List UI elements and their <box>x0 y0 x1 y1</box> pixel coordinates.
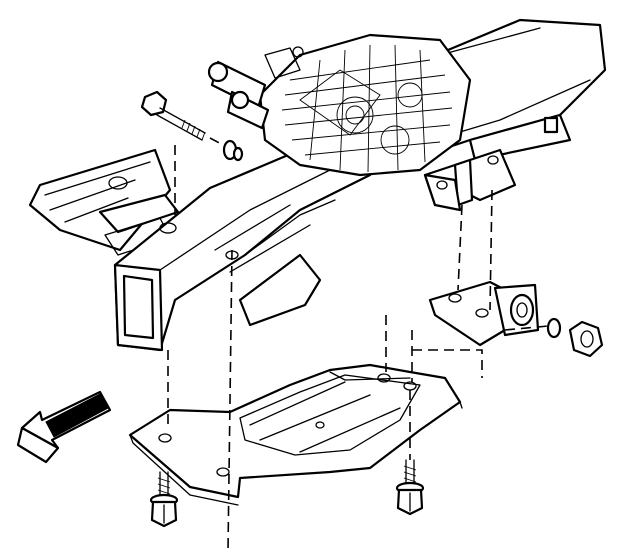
front-direction-arrow-icon <box>16 390 112 464</box>
nut-icon <box>568 320 604 358</box>
bolt-head-icon <box>140 90 168 117</box>
crossmember-skid-plate <box>128 363 463 506</box>
washer-and-nut <box>546 317 604 358</box>
transmission-assembly <box>207 33 472 177</box>
frame-rail <box>113 133 372 352</box>
mount-pad <box>428 280 540 347</box>
alignment-lines <box>167 137 549 550</box>
transmission-mount-bracket <box>423 148 517 212</box>
frame-plate <box>28 148 180 256</box>
upper-bolt-with-washers <box>140 90 244 162</box>
lower-bolt-left <box>149 471 179 528</box>
washer-icon <box>546 317 562 339</box>
lower-bolt-right <box>395 459 425 516</box>
